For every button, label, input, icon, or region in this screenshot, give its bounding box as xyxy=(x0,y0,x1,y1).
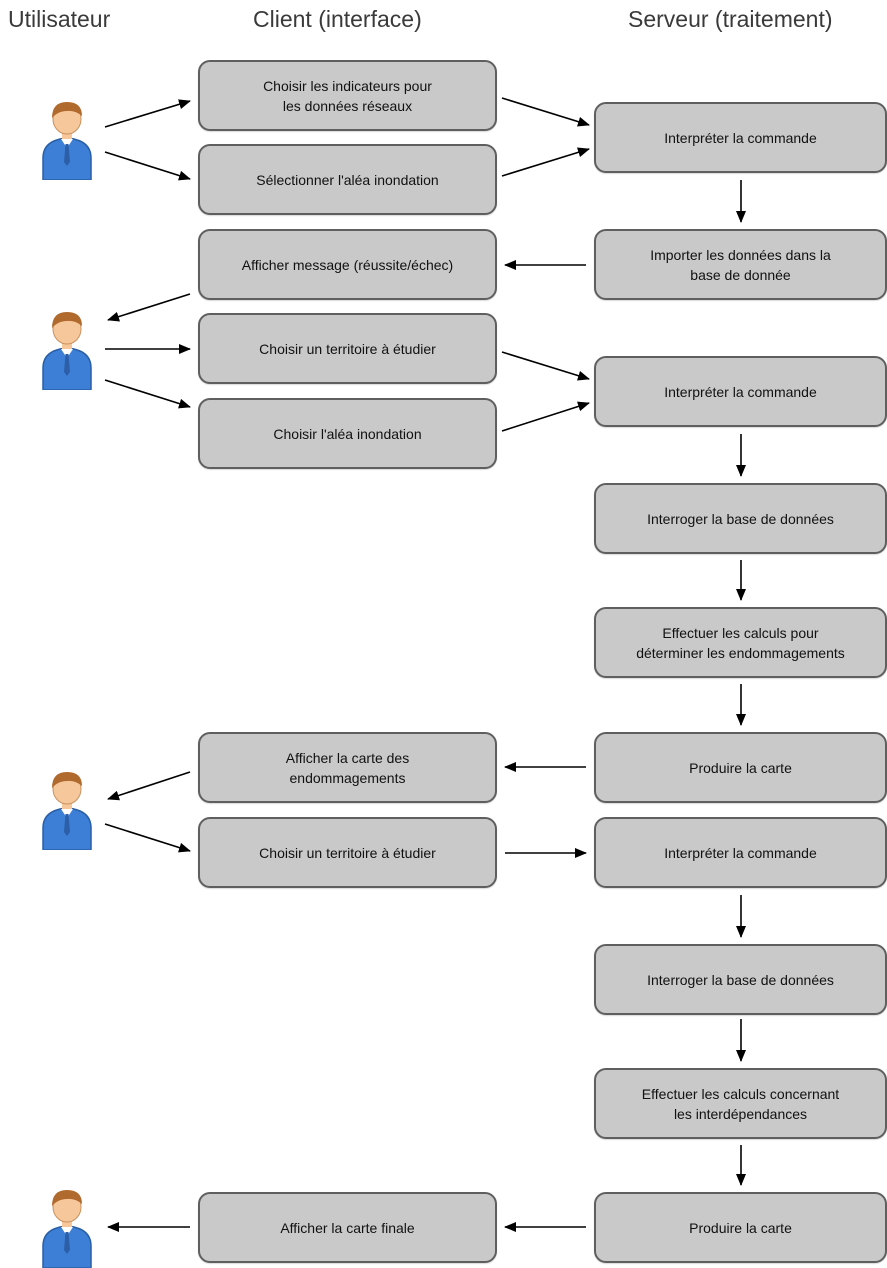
arrow xyxy=(501,97,590,127)
client-step-choose-indicators: Choisir les indicateurs pour les données… xyxy=(198,60,497,131)
header-server: Serveur (traitement) xyxy=(628,6,833,32)
client-step-show-damage-map: Afficher la carte des endommagements xyxy=(198,732,497,803)
client-step-choose-territory-2: Choisir un territoire à étudier xyxy=(198,817,497,888)
server-step-interpret-1: Interpréter la commande xyxy=(594,102,887,173)
header-user: Utilisateur xyxy=(8,6,111,32)
arrow xyxy=(104,151,191,181)
client-step-select-flood: Sélectionner l'aléa inondation xyxy=(198,144,497,215)
arrow xyxy=(501,147,590,177)
server-step-produce-map-1: Produire la carte xyxy=(594,732,887,803)
client-step-choose-flood: Choisir l'aléa inondation xyxy=(198,398,497,469)
header-client: Client (interface) xyxy=(253,6,422,32)
arrow xyxy=(104,379,191,409)
user-icon xyxy=(42,312,92,390)
server-step-interpret-3: Interpréter la commande xyxy=(594,817,887,888)
client-step-choose-territory-1: Choisir un territoire à étudier xyxy=(198,313,497,384)
server-step-compute-interdependencies: Effectuer les calculs concernant les int… xyxy=(594,1068,887,1139)
server-step-import-data: Importer les données dans la base de don… xyxy=(594,229,887,300)
arrow xyxy=(501,351,590,381)
arrow xyxy=(107,771,191,801)
server-step-produce-map-2: Produire la carte xyxy=(594,1192,887,1263)
user-icon xyxy=(42,1190,92,1268)
arrow xyxy=(104,99,191,128)
client-step-show-message: Afficher message (réussite/échec) xyxy=(198,229,497,300)
user-icon xyxy=(42,772,92,850)
client-step-show-final-map: Afficher la carte finale xyxy=(198,1192,497,1263)
server-step-compute-damage: Effectuer les calculs pour déterminer le… xyxy=(594,607,887,678)
server-step-query-db-1: Interroger la base de données xyxy=(594,483,887,554)
arrow xyxy=(104,823,191,853)
user-icon xyxy=(42,102,92,180)
server-step-interpret-2: Interpréter la commande xyxy=(594,356,887,427)
arrow xyxy=(501,401,590,432)
arrow xyxy=(107,293,191,322)
server-step-query-db-2: Interroger la base de données xyxy=(594,944,887,1015)
